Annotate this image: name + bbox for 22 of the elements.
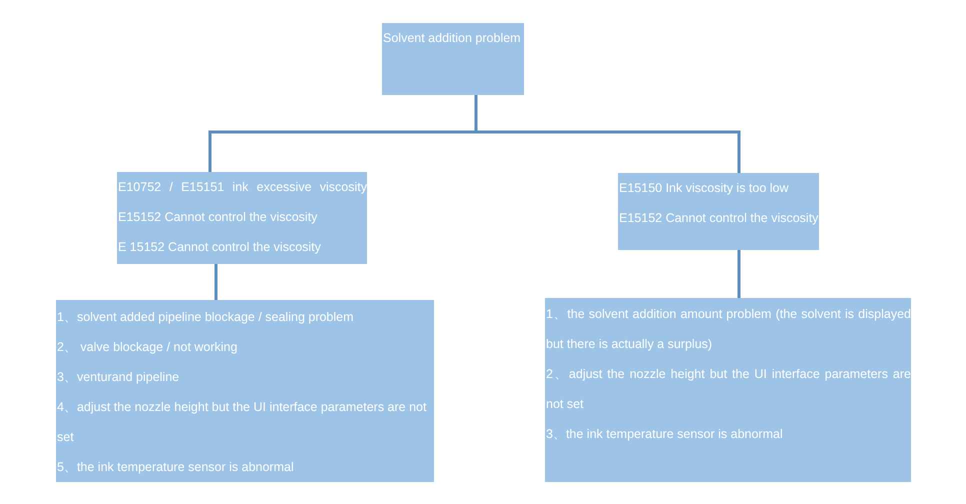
error-code-text: E15150 Ink viscosity is too low: [619, 180, 789, 197]
cause-text: 3、venturand pipeline: [57, 369, 180, 386]
cause-text: 2、 valve blockage / not working: [57, 339, 238, 356]
connector-line: [214, 264, 218, 300]
cause-text: 3、the ink temperature sensor is abnormal: [546, 426, 783, 443]
error-code-text: E15152 Cannot control the viscosity: [118, 209, 318, 226]
cause-text: 5、the ink temperature sensor is abnormal: [57, 459, 294, 476]
cause-list-box: [56, 300, 434, 482]
error-code-box: [618, 173, 819, 250]
problem-title: Solvent addition problem: [383, 30, 521, 47]
cause-text: 1、the solvent addition amount problem (the solvent is displayed but there is actually a surplus): [546, 306, 911, 353]
connector-line: [738, 250, 740, 298]
connector-line: [474, 95, 740, 173]
error-code-text: E15152 Cannot control the viscosity: [619, 210, 818, 227]
cause-list-box: [545, 298, 911, 482]
cause-text: 1、solvent added pipeline blockage / sealing problem: [57, 309, 354, 326]
problem-box: [382, 23, 524, 95]
error-code-text: E 15152 Cannot control the viscosity: [118, 239, 321, 256]
error-code-box: [117, 172, 367, 264]
cause-text: 2、adjust the nozzle height but the UI interface parameters are not set: [546, 366, 911, 413]
error-code-text: E10752 / E15151 ink excessive viscosity: [118, 179, 367, 196]
cause-text: 4、adjust the nozzle height but the UI interface parameters are not set: [57, 399, 428, 446]
